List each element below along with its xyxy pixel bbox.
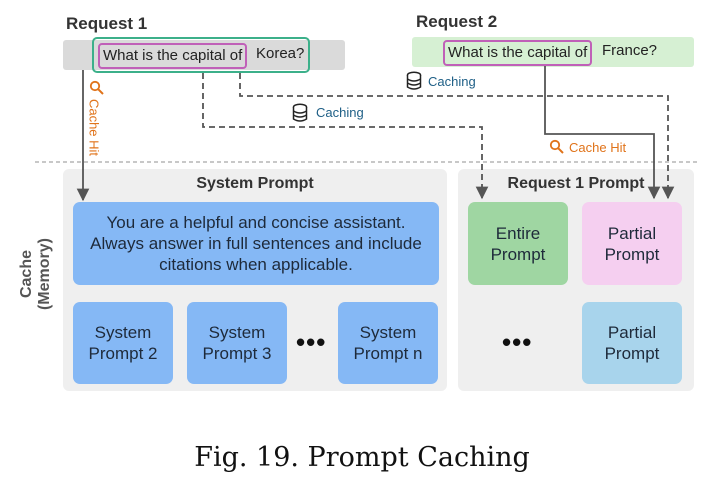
caching-arrow-entire: [202, 73, 489, 200]
request-prompt-ellipsis: •••: [502, 327, 533, 357]
database-icon: [292, 103, 308, 122]
cache-hit-arrow-2: [544, 66, 661, 200]
request-1-full-outline: [92, 37, 310, 73]
partial-prompt-box-2: Partial Prompt: [582, 302, 682, 384]
system-prompt-n-box: System Prompt n: [338, 302, 438, 384]
request-2-bar: [412, 37, 694, 67]
entire-prompt-box: Entire Prompt: [468, 202, 568, 285]
caching-label-1: Caching: [316, 105, 364, 120]
database-icon: [406, 71, 422, 90]
request-1-bar: [63, 40, 345, 70]
system-prompt-title: System Prompt: [196, 175, 314, 192]
magnifier-icon: [549, 139, 564, 154]
system-prompt-2-box: System Prompt 2: [73, 302, 173, 384]
figure-caption: Fig. 19. Prompt Caching: [194, 442, 530, 473]
system-prompt-ellipsis: •••: [296, 327, 327, 357]
request-2-prefix: What is the capital of: [443, 40, 593, 66]
partial-prompt-box-1: Partial Prompt: [582, 202, 682, 285]
system-prompt-3-box: System Prompt 3: [187, 302, 287, 384]
request-1-title: Request 1: [66, 14, 148, 33]
request-1-suffix: Korea?: [256, 45, 305, 62]
cache-hit-vertical-label: Cache Hit: [86, 98, 102, 157]
caching-label-2: Caching: [428, 74, 476, 89]
cache-hit-vertical-group: Cache Hit: [80, 80, 104, 160]
request-2-title: Request 2: [416, 12, 498, 31]
cache-hit-label: Cache Hit: [569, 140, 627, 155]
request-1-prompt-title: Request 1 Prompt: [507, 175, 645, 192]
request-2-suffix: France?: [602, 42, 658, 59]
request-1-prefix: What is the capital of: [98, 43, 248, 69]
system-prompt-main-box: You are a helpful and concise assistant.…: [73, 202, 439, 285]
magnifier-icon: [89, 80, 104, 95]
caching-arrow-partial: [239, 73, 675, 200]
